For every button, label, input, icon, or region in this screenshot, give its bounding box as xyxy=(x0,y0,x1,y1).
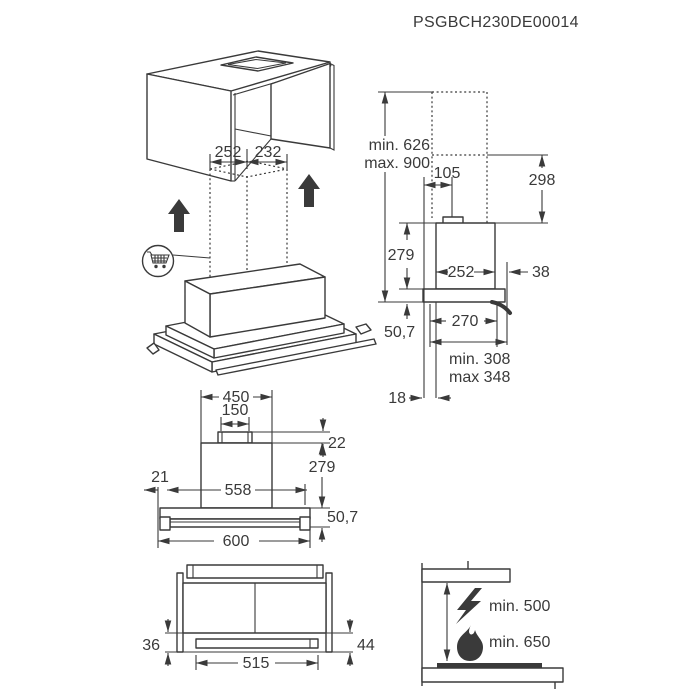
dim-body-height-front-label: 279 xyxy=(309,459,336,476)
dim-recess-depth: min. 308 max 348 xyxy=(430,338,510,386)
dim-back-clearance: 38 xyxy=(506,262,550,345)
dim-top-width: 450 xyxy=(200,389,273,443)
dim-body-width-label: 558 xyxy=(225,482,252,499)
dim-collar-height: 22 xyxy=(252,418,346,457)
dim-side-gap-label: 21 xyxy=(151,469,169,486)
cabinet-drawing xyxy=(146,50,335,182)
dim-back-clearance-label: 38 xyxy=(532,264,550,281)
dim-body-width: 558 xyxy=(167,482,307,505)
dim-body-height-front: 279 xyxy=(309,443,336,509)
dim-collar-height-label: 22 xyxy=(328,435,346,452)
hood-body-front xyxy=(200,442,273,509)
dim-min-height-label: min. 626 xyxy=(369,137,430,154)
cutout-hole xyxy=(220,56,294,72)
bottom-panel-side xyxy=(422,288,506,303)
dim-body-height-side: 279 xyxy=(388,222,436,290)
counter-top xyxy=(421,667,564,683)
dim-top-width-label: 450 xyxy=(223,389,250,406)
end-cap-left xyxy=(159,516,171,531)
dim-body-depth-label: 252 xyxy=(448,264,475,281)
electric-clearance-label: min. 500 xyxy=(489,598,550,615)
front-lip xyxy=(215,338,377,376)
dim-duct-offset-label: 105 xyxy=(434,165,461,182)
dim-panel-height-side-label: 50,7 xyxy=(384,324,415,341)
dim-right-gap: 44 xyxy=(346,619,375,666)
dim-left-gap: 36 xyxy=(142,619,172,666)
cooktop-surface xyxy=(437,663,542,668)
dim-strip-width-label: 515 xyxy=(243,655,270,672)
dim-panel-height-front-label: 50,7 xyxy=(327,509,358,526)
dim-max-height-label: max. 900 xyxy=(364,155,430,172)
dim-right-gap-label: 44 xyxy=(357,637,375,654)
dim-side-gap: 21 xyxy=(144,469,169,548)
bottom-view: 36 44 515 xyxy=(142,564,375,672)
dim-duct-offset: 105 xyxy=(423,165,461,398)
handle-strip xyxy=(195,638,319,649)
dim-strip-width: 515 xyxy=(195,655,319,672)
dim-duct-width: 150 xyxy=(220,402,250,431)
dim-panel-depth: 270 xyxy=(429,304,498,347)
gas-clearance-label: min. 650 xyxy=(489,634,550,651)
side-view: min. 626 max. 900 298 105 279 xyxy=(364,91,556,407)
front-view: 450 150 22 279 558 xyxy=(144,389,358,550)
duct-collar-front xyxy=(217,431,253,444)
hood-silhouette xyxy=(421,568,511,583)
handle-side xyxy=(490,300,512,315)
dim-body-height-side-label: 279 xyxy=(388,247,415,264)
dim-panel-height-front: 50,7 xyxy=(310,509,358,542)
dim-total-width-label: 600 xyxy=(223,533,250,550)
hood-body xyxy=(184,263,326,338)
duct-collar-side xyxy=(442,216,464,223)
dim-duct-drop: 298 xyxy=(495,155,556,224)
dim-body-depth: 252 xyxy=(436,264,495,281)
document-title: PSGBCH230DE00014 xyxy=(413,14,579,31)
up-arrow-icon-right xyxy=(298,174,320,207)
dim-mounting-height: min. 626 max. 900 xyxy=(364,92,430,302)
side-rail-right xyxy=(325,572,333,653)
dim-cutout-back-label: 232 xyxy=(255,144,282,161)
hood-isometric-view xyxy=(146,263,377,376)
lower-rail-front xyxy=(169,518,301,528)
dim-duct-width-label: 150 xyxy=(222,402,249,419)
top-bar xyxy=(186,564,324,579)
dim-panel-height-side: 50,7 xyxy=(384,304,415,341)
mounting-tab-right xyxy=(355,323,372,335)
lightning-bolt-icon xyxy=(456,588,482,624)
dim-cutout: 252 232 xyxy=(209,144,288,169)
end-cap-right xyxy=(299,516,311,531)
dim-total-width: 600 xyxy=(158,530,311,550)
dim-panel-depth-label: 270 xyxy=(452,313,479,330)
up-arrow-icon-left xyxy=(168,199,190,232)
dim-recess-min-label: min. 308 xyxy=(449,351,510,368)
hood-body-side xyxy=(435,222,496,290)
bottom-panel-front xyxy=(159,507,311,520)
side-rail-left xyxy=(176,572,184,653)
dim-recess-max-label: max 348 xyxy=(449,369,510,386)
dim-front-gap: 18 xyxy=(388,302,451,407)
shopping-cart-icon xyxy=(141,244,211,278)
dim-front-gap-label: 18 xyxy=(388,390,406,407)
clearance-view: min. 500 min. 650 xyxy=(421,561,564,689)
dim-left-gap-label: 36 xyxy=(142,637,160,654)
dim-cutout-front-label: 252 xyxy=(215,144,242,161)
mounting-tab-left xyxy=(146,342,160,355)
dim-duct-drop-label: 298 xyxy=(529,172,556,189)
gas-flame-icon xyxy=(457,625,483,661)
